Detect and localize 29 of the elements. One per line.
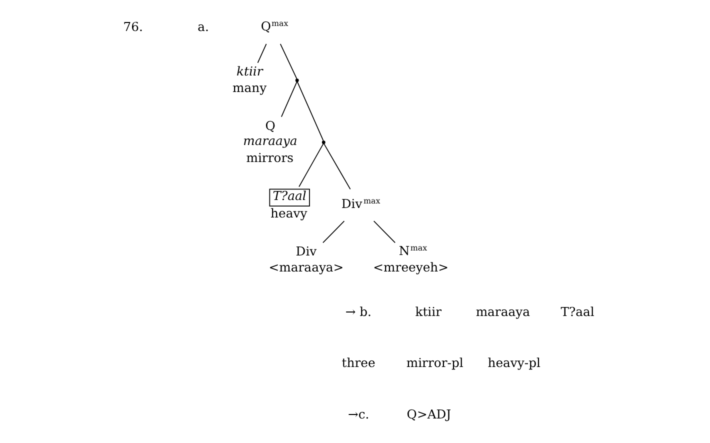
label: mirror-pl: [406, 356, 463, 370]
node-text: Q$^{max}$: [260, 19, 288, 34]
label: → b.: [344, 304, 371, 319]
connector: [322, 220, 344, 244]
label: Q>ADJ: [406, 408, 451, 422]
label: maraaya: [475, 304, 530, 319]
label: →c.: [347, 408, 369, 422]
label: T?aal: [560, 304, 594, 319]
connector: [372, 220, 396, 244]
connector: [279, 43, 297, 80]
label: ktiir: [414, 304, 442, 319]
node-point: [294, 78, 298, 82]
node-text: Q maraaya mirrors: [242, 119, 297, 165]
node-text: Div <maraaya>: [268, 244, 344, 275]
node-text: Div$^{max}$: [340, 196, 380, 211]
node-label: heavy: [270, 206, 307, 221]
connector: [280, 81, 297, 118]
node-text: ktiir many: [232, 64, 266, 96]
connector: [322, 143, 350, 190]
label: three: [341, 356, 375, 370]
node-box: T?aal: [268, 188, 310, 206]
connector: [256, 43, 266, 64]
node-point: [321, 140, 325, 144]
connector: [296, 81, 324, 142]
label: a.: [197, 20, 208, 34]
label: heavy-pl: [487, 356, 540, 370]
node-text: N$^{max}$ <mreeyeh>: [372, 243, 448, 275]
connector: [298, 143, 324, 188]
label: 76.: [122, 20, 142, 34]
